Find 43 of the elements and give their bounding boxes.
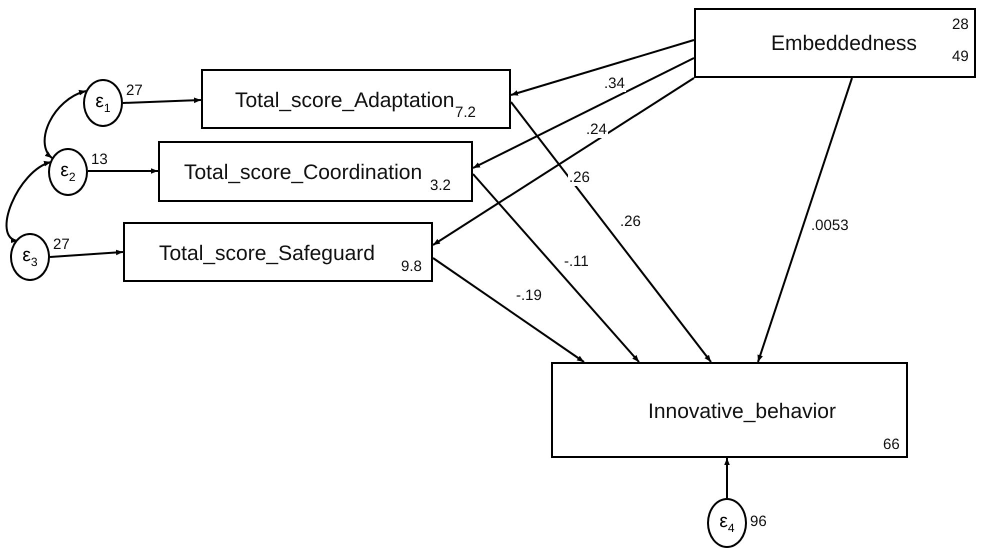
variable-name: Total_score_Coordination [184, 161, 422, 185]
intercept-value: 49 [952, 48, 969, 65]
intercept-value: 28 [952, 16, 969, 33]
path-arrow [88, 168, 158, 174]
variable-name: Embeddedness [771, 32, 917, 56]
path-arrow [510, 39, 694, 96]
edge-label: .26 [568, 170, 591, 186]
error-term-circle [48, 148, 88, 196]
variable-box [551, 362, 908, 458]
error-label: ε$_{3}$ [22, 245, 38, 269]
error-label: ε$_{1}$ [95, 91, 111, 115]
path-arrow [472, 57, 694, 169]
path-arrow [122, 97, 202, 104]
covariance-arrow [44, 90, 86, 159]
variance-value: 27 [53, 236, 70, 253]
path-arrow [472, 173, 640, 363]
path-arrow [432, 77, 695, 246]
variable-name: Total_score_Safeguard [159, 242, 375, 266]
intercept-value: 3.2 [430, 177, 451, 194]
variance-value: 13 [91, 151, 108, 168]
variance-value: 27 [126, 82, 143, 99]
variable-box [694, 8, 976, 78]
intercept-value: 66 [883, 436, 900, 453]
variable-name: Total_score_Adaptation [235, 89, 454, 113]
variable-box [201, 69, 511, 129]
path-arrow [432, 257, 585, 363]
path-arrow [510, 101, 712, 363]
error-label: ε$_{4}$ [719, 511, 735, 535]
path-arrow [757, 78, 853, 362]
intercept-value: 9.8 [401, 258, 422, 275]
path-arrow [724, 458, 730, 498]
variance-value: 96 [750, 513, 767, 530]
edge-label: .34 [603, 76, 626, 92]
intercept-value: 7.2 [455, 104, 476, 121]
variable-name: Innovative_behavior [648, 400, 836, 424]
error-term-circle [707, 498, 747, 548]
error-term-circle [10, 233, 50, 281]
edge-label: .24 [585, 122, 608, 138]
error-label: ε$_{2}$ [60, 160, 76, 184]
error-term-circle [83, 79, 123, 127]
variable-box [158, 141, 473, 202]
variable-box [123, 222, 433, 282]
path-arrow [50, 250, 124, 258]
